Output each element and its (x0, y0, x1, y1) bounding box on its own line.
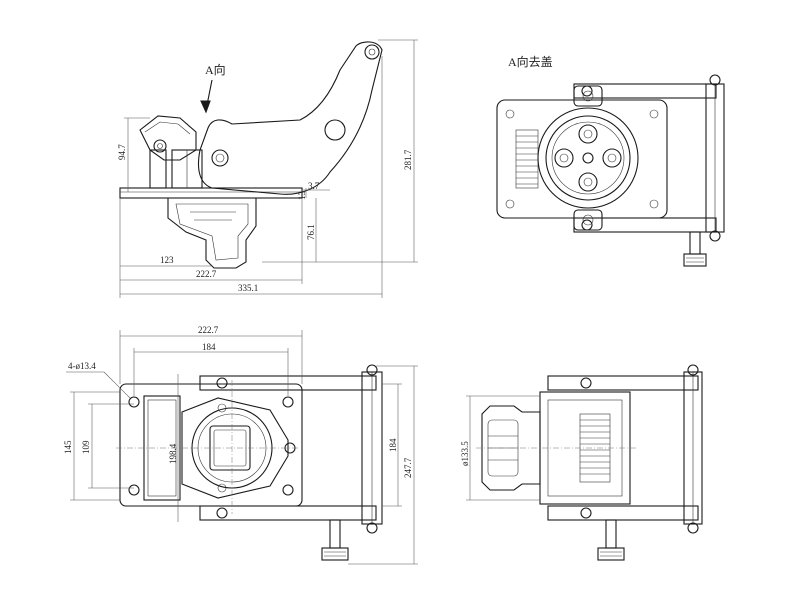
dim-13: 13 (297, 191, 307, 201)
dim-184-vertical: 184 (388, 438, 398, 452)
plan-view: 222.7 184 4-ø13.4 145 109 198.4 184 247.… (63, 325, 418, 565)
dim-222-7-plan: 222.7 (198, 325, 219, 335)
dim-3-7: 3.7 (308, 181, 320, 191)
dim-247-7: 247.7 (403, 457, 413, 478)
dim-198-4: 198.4 (168, 443, 178, 464)
dim-222-7: 222.7 (196, 269, 217, 279)
dim-123: 123 (160, 255, 174, 265)
dim-145: 145 (63, 440, 73, 454)
dim-109: 109 (81, 440, 91, 454)
front-view: ø133.5 (460, 364, 703, 561)
label-view-a: A向 (205, 62, 226, 77)
dim-hole-pattern: 4-ø13.4 (68, 361, 96, 371)
dim-diameter-133-5: ø133.5 (460, 441, 470, 466)
dim-184-plan: 184 (202, 342, 216, 352)
view-a-cover-removed: A向去盖 (496, 54, 725, 267)
dim-94-7: 94.7 (117, 144, 127, 160)
label-view-a-cover-removed: A向去盖 (508, 54, 553, 69)
side-view: A向 94.7 281.7 13 3.7 76.1 123 222.7 335.… (117, 39, 418, 298)
dim-76-1: 76.1 (306, 224, 316, 240)
dim-335-1: 335.1 (238, 283, 258, 293)
dim-281-7: 281.7 (403, 149, 413, 170)
